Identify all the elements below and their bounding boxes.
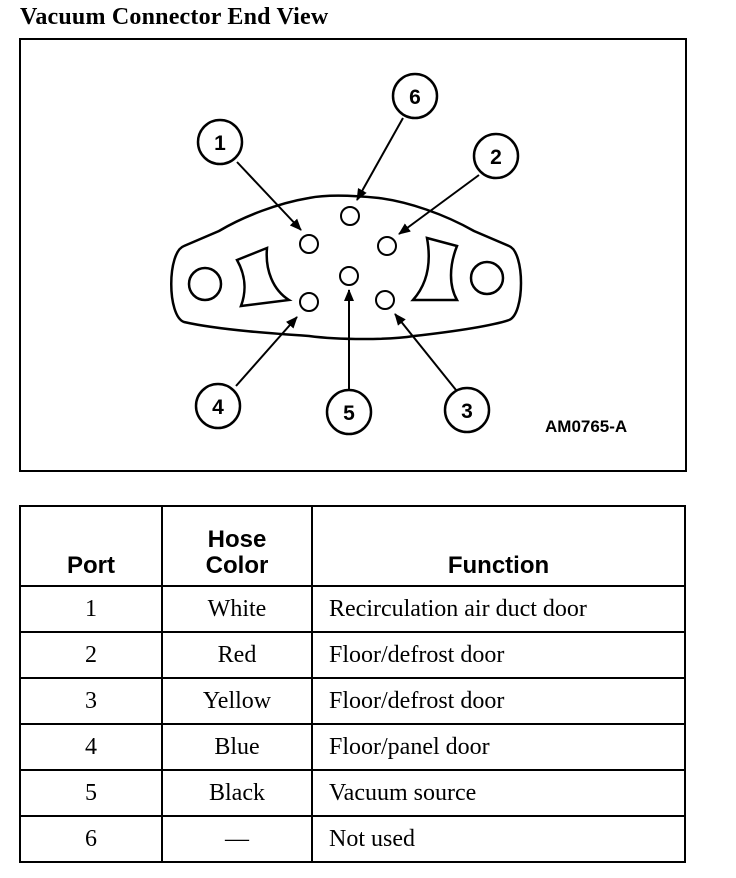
cell-function: Floor/defrost door [311,677,686,725]
cell-port: 5 [19,769,163,817]
cell-hose-color: Red [161,631,313,679]
callout-5-label: 5 [343,402,355,425]
cell-hose-color: Yellow [161,677,313,725]
cell-port: 1 [19,585,163,633]
callout-5-circle [325,388,373,436]
callout-1-circle [196,118,244,166]
table-row: 3 Yellow Floor/defrost door [19,677,686,725]
port-table: Port Hose Color Function 1 White Recircu… [19,505,686,863]
header-hose-color-line2: Color [205,552,269,579]
table-row: 5 Black Vacuum source [19,769,686,817]
header-port: Port [19,505,163,587]
connector-diagram-svg: 1 2 3 4 5 6 AM0765-A [19,38,687,472]
connector-body [170,194,523,341]
callout-3-circle [443,386,491,434]
cell-function: Floor/panel door [311,723,686,771]
port-6-hole [340,206,360,226]
cell-function: Floor/defrost door [311,631,686,679]
callout-4-circle [194,382,242,430]
cutout-right [410,236,460,302]
header-hose-color: Hose Color [161,505,313,587]
header-function: Function [311,505,686,587]
leader-6 [356,117,404,201]
port-5-hole [339,266,359,286]
figure-id: AM0765-A [545,417,627,436]
callout-6-circle [391,72,439,120]
leader-4 [235,316,298,387]
cell-function: Not used [311,815,686,863]
port-3-hole [375,290,395,310]
port-4-hole [299,292,319,312]
page-title: Vacuum Connector End View [20,4,329,30]
cell-hose-color: Blue [161,723,313,771]
callout-6-label: 6 [409,86,421,109]
leader-3 [394,313,457,391]
cell-port: 4 [19,723,163,771]
cell-port: 2 [19,631,163,679]
table-header-row: Port Hose Color Function [19,505,686,587]
mounting-hole-left [187,266,223,302]
callout-2-label: 2 [490,146,502,169]
cell-function: Recirculation air duct door [311,585,686,633]
port-1-hole [299,234,319,254]
port-2-hole [377,236,397,256]
leader-1 [236,161,302,231]
cell-port: 3 [19,677,163,725]
table-row: 6 — Not used [19,815,686,863]
cell-port: 6 [19,815,163,863]
header-hose-color-line1: Hose [207,526,267,553]
figure-frame [19,38,687,472]
callout-1-label: 1 [214,132,226,155]
cell-hose-color: White [161,585,313,633]
callout-4-label: 4 [212,396,224,419]
cell-function: Vacuum source [311,769,686,817]
leader-2 [398,174,480,235]
callout-2-circle [472,132,520,180]
cell-hose-color: Black [161,769,313,817]
callout-3-label: 3 [461,400,473,423]
table-row: 2 Red Floor/defrost door [19,631,686,679]
connector-diagram: 1 2 3 4 5 6 AM0765-A [19,38,687,472]
mounting-hole-right [469,260,505,296]
table-row: 1 White Recirculation air duct door [19,585,686,633]
cutout-left [235,246,293,308]
cell-hose-color: — [161,815,313,863]
table-row: 4 Blue Floor/panel door [19,723,686,771]
